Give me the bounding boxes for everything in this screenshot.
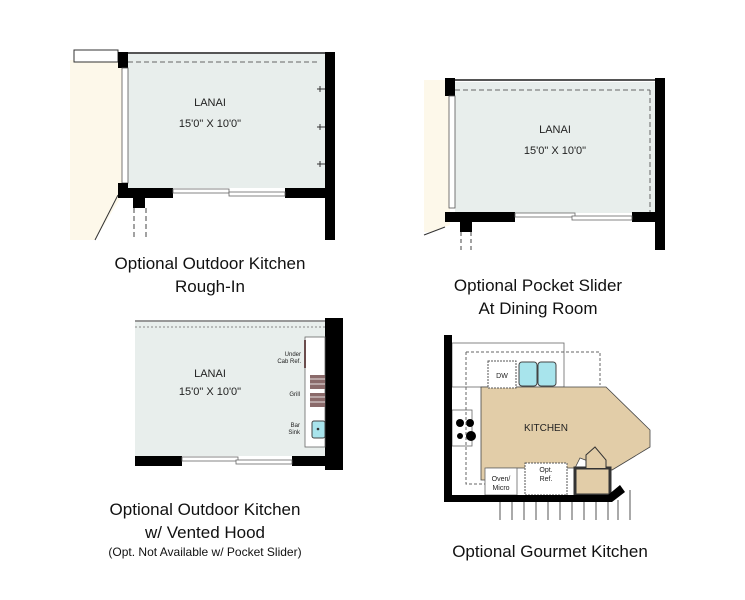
caption-line: At Dining Room <box>478 299 598 318</box>
lanai-floor <box>128 54 325 188</box>
caption-line: Optional Outdoor Kitchen <box>109 500 301 519</box>
sink-drain <box>316 427 320 431</box>
label-sink: Sink <box>288 430 301 436</box>
wall <box>445 78 455 96</box>
wall <box>135 456 182 466</box>
label-micro: Micro <box>492 485 509 492</box>
label-grill: Grill <box>289 392 300 398</box>
rough-in-marks <box>317 86 325 167</box>
window <box>73 49 119 63</box>
label-oven: Oven/ <box>492 476 511 483</box>
stair-lines <box>499 490 631 520</box>
room-name: LANAI <box>539 124 571 136</box>
column <box>133 198 145 208</box>
slider-door <box>235 459 293 465</box>
plan-vented-hood: LANAI 15'0" X 10'0" Under Cab Ref. Grill… <box>135 318 343 470</box>
adjacent-room <box>424 80 450 235</box>
wall <box>655 78 665 250</box>
wall <box>444 335 452 502</box>
adjacent-room <box>70 60 122 240</box>
caption-line: Optional Gourmet Kitchen <box>452 542 648 561</box>
caption-vented-hood: Optional Outdoor Kitchen w/ Vented Hood … <box>55 498 355 560</box>
wall <box>118 188 173 198</box>
plan-rough-in: LANAI 15'0" X 10'0" <box>70 49 335 241</box>
wall <box>632 212 665 222</box>
wall-line <box>94 194 119 241</box>
wall <box>292 456 343 466</box>
wall <box>452 485 625 502</box>
slider-door <box>571 215 633 221</box>
oven-micro <box>484 467 518 496</box>
room-name: LANAI <box>194 368 226 380</box>
caption-rough-in: Optional Outdoor Kitchen Rough-In <box>60 252 360 298</box>
room-size: 15'0" X 10'0" <box>524 145 586 157</box>
lanai-floor <box>135 322 325 456</box>
room-name: LANAI <box>194 97 226 109</box>
door-frame <box>448 95 456 209</box>
caption-line: Rough-In <box>175 277 245 296</box>
cooktop <box>451 409 473 447</box>
lanai-floor <box>455 82 655 213</box>
opt-ref <box>524 462 568 496</box>
sink-bowl <box>518 361 538 387</box>
wall <box>325 52 335 240</box>
room-size: 15'0" X 10'0" <box>179 386 241 398</box>
wall <box>325 318 343 470</box>
plan-pocket-slider: LANAI 15'0" X 10'0" <box>423 78 665 250</box>
sink-bowl <box>537 361 557 387</box>
dashed-line <box>465 352 485 485</box>
pantry <box>573 466 612 497</box>
gap <box>424 232 469 250</box>
wall-line <box>423 226 446 236</box>
dishwasher <box>487 360 517 389</box>
door-frame <box>121 67 129 184</box>
slider-door <box>514 212 576 218</box>
grill <box>310 375 325 407</box>
counter <box>304 336 326 448</box>
cooktop-burners <box>456 419 476 441</box>
pantry-door <box>585 446 607 468</box>
caption-line: w/ Vented Hood <box>144 523 266 542</box>
column <box>460 222 472 232</box>
under-cab-ref <box>304 340 306 368</box>
label-opt: Opt. <box>539 467 552 474</box>
label-ref: Ref. <box>540 476 553 483</box>
wall <box>118 52 128 68</box>
label-dw: DW <box>496 373 508 380</box>
label-bar: Bar <box>291 423 300 429</box>
plan-gourmet-kitchen: KITCHEN DW Oven/ Micro Opt. Ref. <box>444 335 651 520</box>
wall <box>285 188 335 198</box>
room-name: KITCHEN <box>524 423 568 434</box>
caption-pocket-slider: Optional Pocket Slider At Dining Room <box>388 274 688 320</box>
room-size: 15'0" X 10'0" <box>179 118 241 130</box>
slider-door <box>228 191 286 197</box>
caption-gourmet-kitchen: Optional Gourmet Kitchen <box>400 540 700 563</box>
dashed-line <box>466 351 601 385</box>
caption-line: Optional Outdoor Kitchen <box>114 254 306 273</box>
slider-door <box>181 456 239 462</box>
caption-line: Optional Pocket Slider <box>453 276 623 295</box>
label-cab-ref: Cab Ref. <box>277 359 301 365</box>
label-under: Under <box>285 352 301 358</box>
slider-door <box>172 188 230 194</box>
caption-note: (Opt. Not Available w/ Pocket Slider) <box>108 545 302 559</box>
wall <box>445 212 515 222</box>
